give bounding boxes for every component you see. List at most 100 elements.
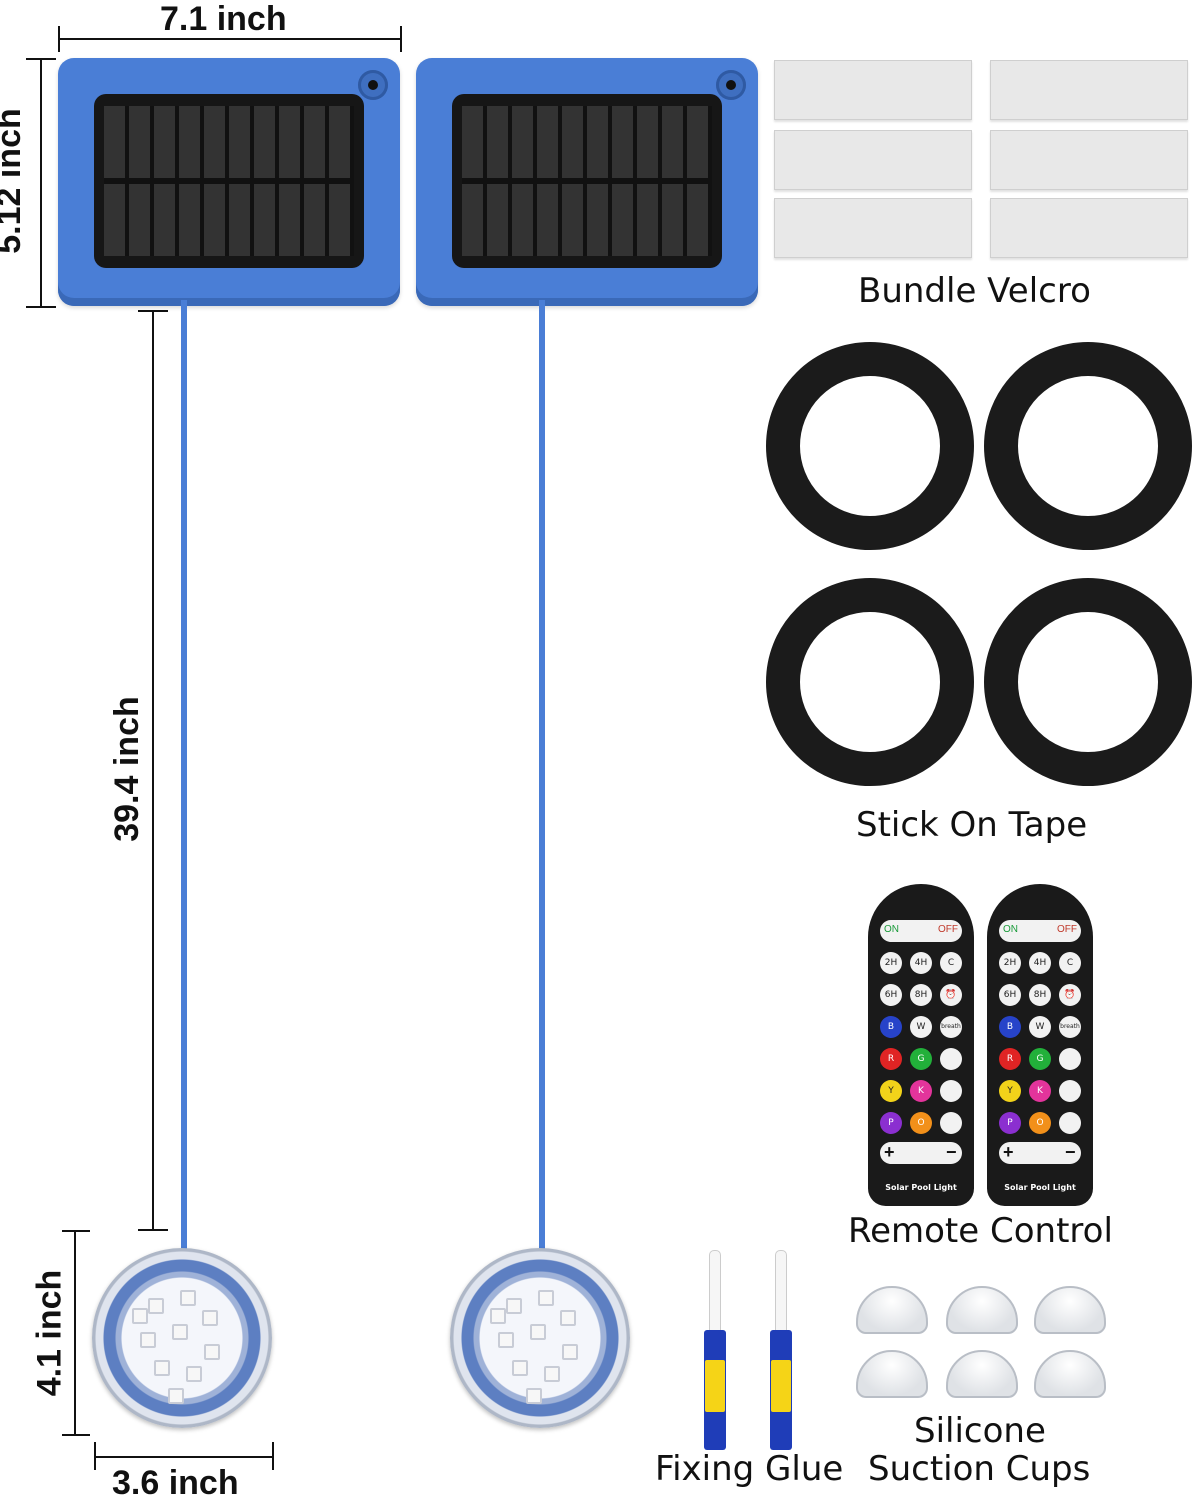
remote-off-text: OFF xyxy=(938,924,958,935)
remote-b: B xyxy=(999,1016,1021,1038)
remote-control-1: ON OFF 2H 4H C 6H 8H ⏰ B W breath R G Y … xyxy=(868,884,974,1206)
cable-2 xyxy=(539,300,545,1250)
remote-8h: 8H xyxy=(910,984,932,1006)
light-height-label: 4.1 inch xyxy=(30,1269,69,1397)
remote-c: C xyxy=(1059,952,1081,974)
remote-g: G xyxy=(910,1048,932,1070)
glue-tube-2 xyxy=(768,1250,792,1450)
rgb-fade-icon xyxy=(940,1112,962,1134)
solar-panel-2 xyxy=(416,58,758,306)
remote-k: K xyxy=(1029,1080,1051,1102)
cable-length-label: 39.4 inch xyxy=(107,696,146,842)
solar-cells-1 xyxy=(94,94,364,268)
alarm-icon: ⏰ xyxy=(1059,984,1081,1006)
remote-6h: 6H xyxy=(880,984,902,1006)
cable-length-tick-top xyxy=(138,310,168,312)
tape-ring-1 xyxy=(766,342,974,550)
remote-p: P xyxy=(999,1112,1021,1134)
remote-o: O xyxy=(1029,1112,1051,1134)
remote-minus: − xyxy=(946,1142,957,1162)
remote-label: Remote Control xyxy=(848,1211,1113,1251)
remote-r: R xyxy=(880,1048,902,1070)
remote-8h: 8H xyxy=(1029,984,1051,1006)
panel-switch-1 xyxy=(358,70,388,100)
remote-r: R xyxy=(999,1048,1021,1070)
remote-c: C xyxy=(940,952,962,974)
velcro-strip-5 xyxy=(774,198,972,258)
panel-width-tick-right xyxy=(400,26,402,52)
remote-brand-1: Solar Pool Light xyxy=(885,1183,957,1192)
light-width-tick-left xyxy=(94,1442,96,1470)
suction-label-line2: Suction Cups xyxy=(868,1449,1091,1489)
panel-width-label: 7.1 inch xyxy=(160,0,287,38)
remote-minus: − xyxy=(1065,1142,1076,1162)
remote-b: B xyxy=(880,1016,902,1038)
tape-ring-4 xyxy=(984,578,1192,786)
light-height-tick-top xyxy=(62,1230,90,1232)
glue-tube-1 xyxy=(702,1250,726,1450)
remote-p: P xyxy=(880,1112,902,1134)
remote-brand-2: Solar Pool Light xyxy=(1004,1183,1076,1192)
panel-height-label: 5.12 inch xyxy=(0,108,28,254)
suction-cup-2 xyxy=(946,1286,1018,1334)
suction-label-line1: Silicone xyxy=(914,1411,1046,1451)
light-width-label: 3.6 inch xyxy=(112,1464,239,1502)
solar-cells-2 xyxy=(452,94,722,268)
cable-1 xyxy=(181,300,187,1250)
rgb-breath-icon xyxy=(940,1048,962,1070)
remote-on-text: ON xyxy=(1003,924,1018,935)
remote-control-2: ON OFF 2H 4H C 6H 8H ⏰ B W breath R G Y … xyxy=(987,884,1093,1206)
remote-4h: 4H xyxy=(1029,952,1051,974)
cable-length-dimension-line xyxy=(152,310,154,1230)
remote-y: Y xyxy=(999,1080,1021,1102)
panel-height-dimension-line xyxy=(40,58,42,308)
velcro-strip-3 xyxy=(774,130,972,190)
panel-width-tick-left xyxy=(58,26,60,52)
remote-4h: 4H xyxy=(910,952,932,974)
alarm-icon: ⏰ xyxy=(940,984,962,1006)
cable-length-tick-bottom xyxy=(138,1229,168,1231)
remote-k: K xyxy=(910,1080,932,1102)
remote-plus: + xyxy=(1003,1142,1014,1162)
suction-cup-3 xyxy=(1034,1286,1106,1334)
velcro-label: Bundle Velcro xyxy=(858,271,1091,311)
remote-breath: breath xyxy=(940,1016,962,1038)
remote-w: W xyxy=(1029,1016,1051,1038)
suction-cup-6 xyxy=(1034,1350,1106,1398)
pool-light-1 xyxy=(92,1248,272,1428)
remote-on-text: ON xyxy=(884,924,899,935)
light-height-tick-bottom xyxy=(62,1434,90,1436)
suction-cup-4 xyxy=(856,1350,928,1398)
remote-y: Y xyxy=(880,1080,902,1102)
panel-width-dimension-line xyxy=(58,38,402,40)
rgb-breath-icon xyxy=(1059,1048,1081,1070)
suction-cup-1 xyxy=(856,1286,928,1334)
panel-height-tick-top xyxy=(26,58,56,60)
panel-switch-2 xyxy=(716,70,746,100)
rgb-fade-icon xyxy=(1059,1112,1081,1134)
tape-ring-3 xyxy=(766,578,974,786)
light-width-tick-right xyxy=(272,1442,274,1470)
light-width-dimension-line xyxy=(94,1456,274,1458)
remote-2h: 2H xyxy=(880,952,902,974)
velcro-strip-6 xyxy=(990,198,1188,258)
panel-height-tick-bottom xyxy=(26,306,56,308)
remote-plus: + xyxy=(884,1142,895,1162)
remote-breath: breath xyxy=(1059,1016,1081,1038)
rgb-flash-icon xyxy=(940,1080,962,1102)
remote-off-text: OFF xyxy=(1057,924,1077,935)
remote-g: G xyxy=(1029,1048,1051,1070)
remote-2h: 2H xyxy=(999,952,1021,974)
tape-ring-2 xyxy=(984,342,1192,550)
velcro-strip-1 xyxy=(774,60,972,120)
tape-label: Stick On Tape xyxy=(856,805,1088,845)
rgb-flash-icon xyxy=(1059,1080,1081,1102)
velcro-strip-4 xyxy=(990,130,1188,190)
light-height-dimension-line xyxy=(74,1230,76,1436)
suction-cup-5 xyxy=(946,1350,1018,1398)
solar-panel-1 xyxy=(58,58,400,306)
remote-o: O xyxy=(910,1112,932,1134)
glue-label: Fixing Glue xyxy=(655,1449,844,1489)
remote-w: W xyxy=(910,1016,932,1038)
pool-light-2 xyxy=(450,1248,630,1428)
